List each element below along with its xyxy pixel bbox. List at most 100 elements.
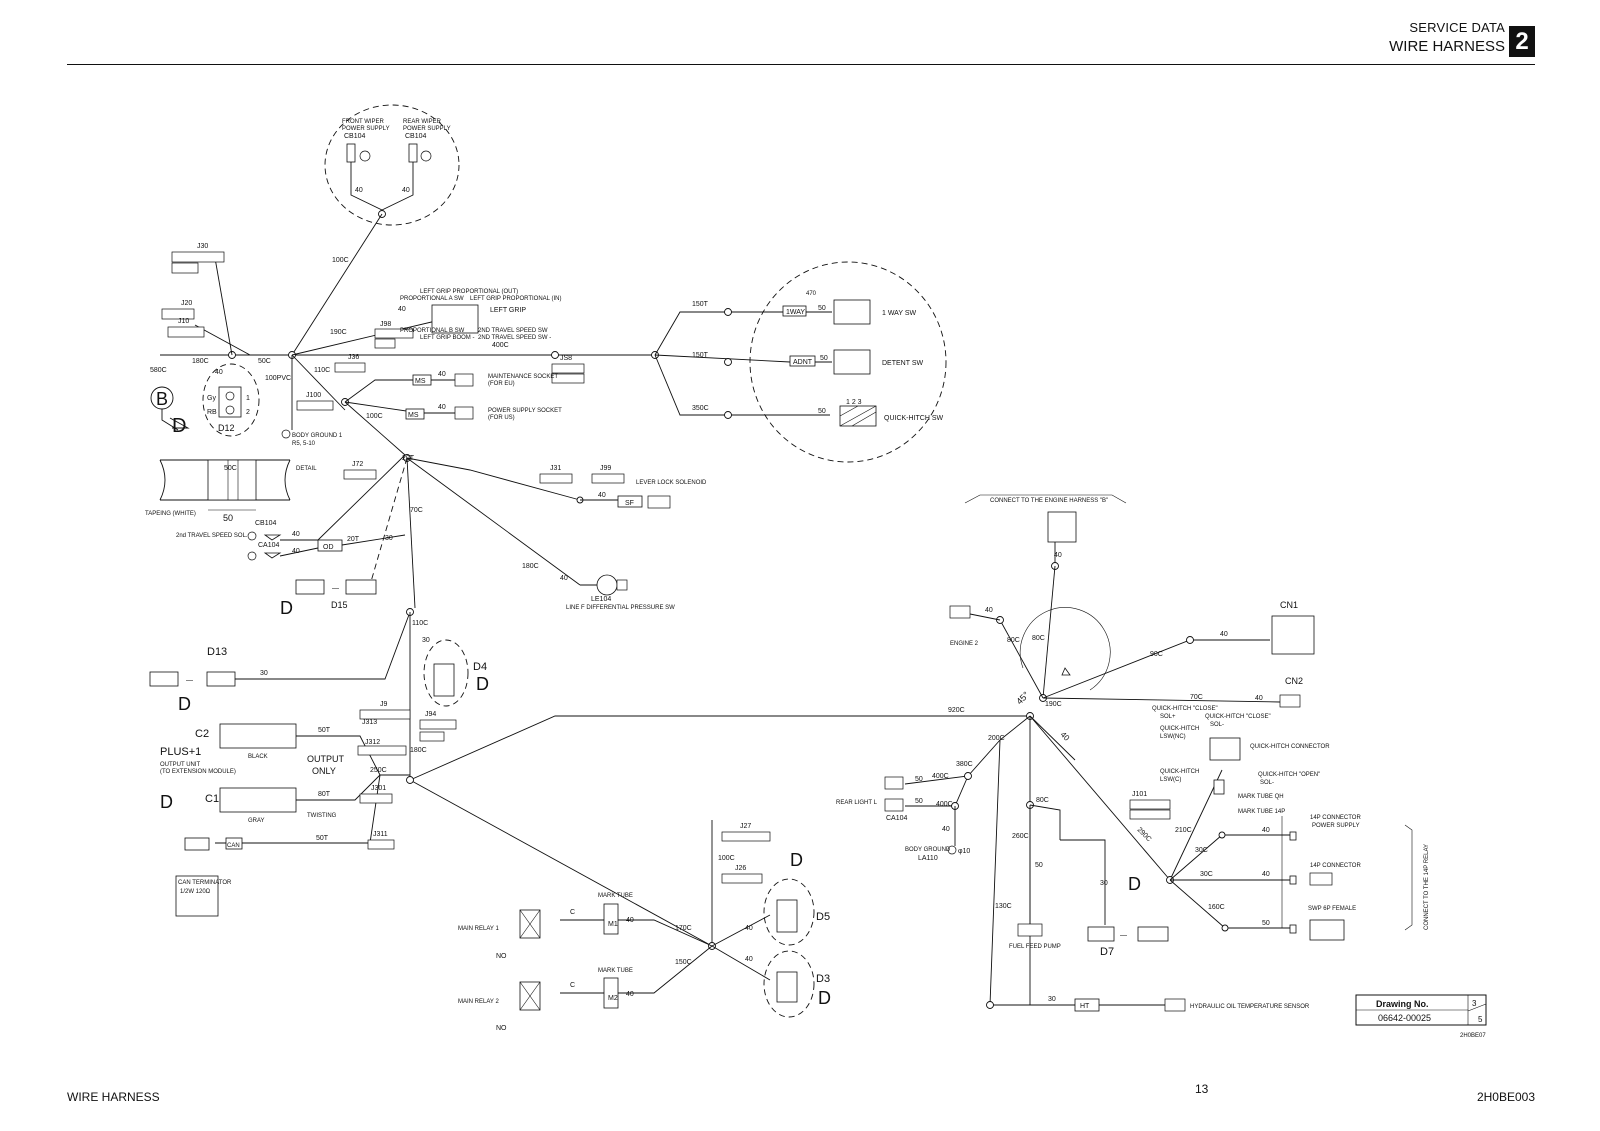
svg-text:J101: J101 — [1132, 791, 1147, 798]
svg-text:J72: J72 — [352, 461, 363, 468]
svg-text:70C: 70C — [1190, 694, 1203, 701]
svg-text:290C: 290C — [1136, 826, 1153, 843]
svg-text:J301: J301 — [371, 785, 386, 792]
svg-text:40: 40 — [745, 956, 753, 963]
svg-text:70C: 70C — [410, 507, 423, 514]
svg-text:40: 40 — [598, 492, 606, 499]
svg-text:MS: MS — [408, 412, 419, 419]
svg-text:SOL-: SOL- — [1260, 780, 1274, 786]
page-number: 13 — [1195, 1082, 1209, 1096]
wire-100c: 100C — [332, 257, 349, 264]
quick-hitch-conn-label: QUICK-HITCH CONNECTOR — [1250, 744, 1330, 750]
svg-text:NO: NO — [496, 953, 507, 960]
svg-text:MARK TUBE 14P: MARK TUBE 14P — [1238, 809, 1285, 815]
svg-text:D4: D4 — [473, 661, 487, 673]
svg-text:JS8: JS8 — [560, 355, 572, 362]
svg-text:470: 470 — [806, 291, 817, 297]
svg-text:40: 40 — [355, 187, 363, 194]
left-grip-label: LEFT GRIP — [490, 307, 526, 314]
svg-text:40: 40 — [402, 187, 410, 194]
svg-text:J31: J31 — [550, 465, 561, 472]
svg-text:D5: D5 — [816, 911, 830, 923]
detail-circle-switches — [749, 261, 947, 463]
taping-label: TAPEING (WHITE) — [145, 511, 196, 517]
plus1-label: PLUS+1 — [160, 746, 201, 758]
quick-hitch-connector — [1209, 737, 1241, 761]
svg-text:160C: 160C — [1208, 904, 1225, 911]
section-label: SERVICE DATA — [1409, 20, 1505, 35]
svg-text:40: 40 — [745, 925, 753, 932]
svg-text:OUTPUT UNIT: OUTPUT UNIT — [160, 762, 201, 768]
detent-sw-connector — [833, 349, 871, 375]
j10-label: J10 — [178, 318, 189, 325]
svg-text:50: 50 — [818, 408, 826, 415]
engine2-label: ENGINE 2 — [950, 641, 979, 647]
svg-text:210C: 210C — [1175, 827, 1192, 834]
can-terminator — [175, 875, 219, 917]
svg-text:BODY GROUND: BODY GROUND — [905, 847, 951, 853]
svg-text:40: 40 — [438, 404, 446, 411]
rear-light-label: REAR LIGHT L — [836, 800, 878, 806]
svg-text:30C: 30C — [1195, 847, 1208, 854]
svg-text:100PVC: 100PVC — [265, 375, 291, 382]
svg-text:40: 40 — [985, 607, 993, 614]
svg-text:50: 50 — [915, 776, 923, 783]
svg-text:80C: 80C — [1036, 797, 1049, 804]
drawing-number-box: Drawing No. 06642-00025 3 5 2H0BE07 — [1355, 994, 1487, 1039]
svg-text:50T: 50T — [316, 835, 329, 842]
main-relay-1-label: MAIN RELAY 1 — [458, 926, 499, 932]
svg-text:SOL-: SOL- — [1210, 722, 1224, 728]
svg-text:J9: J9 — [380, 701, 388, 708]
svg-text:40: 40 — [1059, 730, 1072, 743]
svg-text:400C: 400C — [936, 801, 953, 808]
central-junction: 20T J72 CB104 CA104 2nd TRAVEL SPEED SOL… — [176, 401, 707, 618]
drawing-no-value: 06642-00025 — [1378, 1013, 1431, 1023]
lower-left-group: D13 — 30 D 110C 180C D4 D 30 C2 BLACK PL… — [149, 608, 489, 917]
drawing-total: 5 — [1478, 1015, 1483, 1024]
svg-text:D: D — [790, 850, 803, 870]
svg-text:SOL+: SOL+ — [1160, 714, 1176, 720]
svg-text:ONLY: ONLY — [312, 766, 336, 776]
svg-text:QUICK-HITCH "CLOSE": QUICK-HITCH "CLOSE" — [1152, 706, 1218, 712]
detail-circle-d12 — [202, 363, 260, 437]
svg-text:(FOR EU): (FOR EU) — [488, 381, 515, 387]
pin-38 — [420, 150, 432, 162]
svg-text:380C: 380C — [956, 761, 973, 768]
svg-text:80T: 80T — [318, 791, 331, 798]
svg-text:—: — — [332, 585, 339, 592]
detail-circle-d3 — [763, 950, 815, 1018]
svg-text:150C: 150C — [675, 959, 692, 966]
svg-text:QUICK-HITCH: QUICK-HITCH — [1160, 726, 1199, 732]
svg-text:D: D — [280, 598, 293, 618]
svg-text:LEFT GRIP BOOM -: LEFT GRIP BOOM - — [420, 335, 474, 341]
svg-text:LSW(NC): LSW(NC) — [1160, 734, 1186, 740]
svg-text:J27: J27 — [740, 823, 751, 830]
page-title: WIRE HARNESS — [1389, 38, 1505, 55]
front-wiper-label: FRONT WIPER — [342, 119, 385, 125]
svg-text:40: 40 — [1255, 695, 1263, 702]
svg-text:LE104: LE104 — [591, 596, 611, 603]
svg-text:14P CONNECTOR: 14P CONNECTOR — [1310, 815, 1361, 821]
svg-text:180C: 180C — [192, 358, 209, 365]
svg-text:920C: 920C — [948, 707, 965, 714]
detail-circle-d5 — [763, 878, 815, 946]
svg-text:Gy: Gy — [207, 395, 216, 402]
svg-text:D: D — [178, 694, 191, 714]
svg-text:400C: 400C — [492, 342, 509, 349]
le104-sensor — [596, 574, 618, 596]
long-harness: 920C — [406, 707, 1030, 947]
svg-text:J98: J98 — [380, 321, 391, 328]
svg-text:PROPORTIONAL B SW: PROPORTIONAL B SW — [400, 328, 465, 334]
svg-text:B: B — [156, 389, 168, 409]
svg-text:1: 1 — [246, 395, 250, 402]
svg-text:C1: C1 — [205, 793, 219, 805]
engine-b-connector — [1047, 511, 1077, 543]
svg-text:2ND TRAVEL SPEED SW -: 2ND TRAVEL SPEED SW - — [478, 335, 551, 341]
svg-text:50T: 50T — [318, 727, 331, 734]
svg-text:RB: RB — [207, 409, 217, 416]
svg-text:J100: J100 — [306, 392, 321, 399]
svg-text:D13: D13 — [207, 646, 227, 658]
svg-text:30: 30 — [1048, 996, 1056, 1003]
svg-text:CA104: CA104 — [258, 542, 280, 549]
